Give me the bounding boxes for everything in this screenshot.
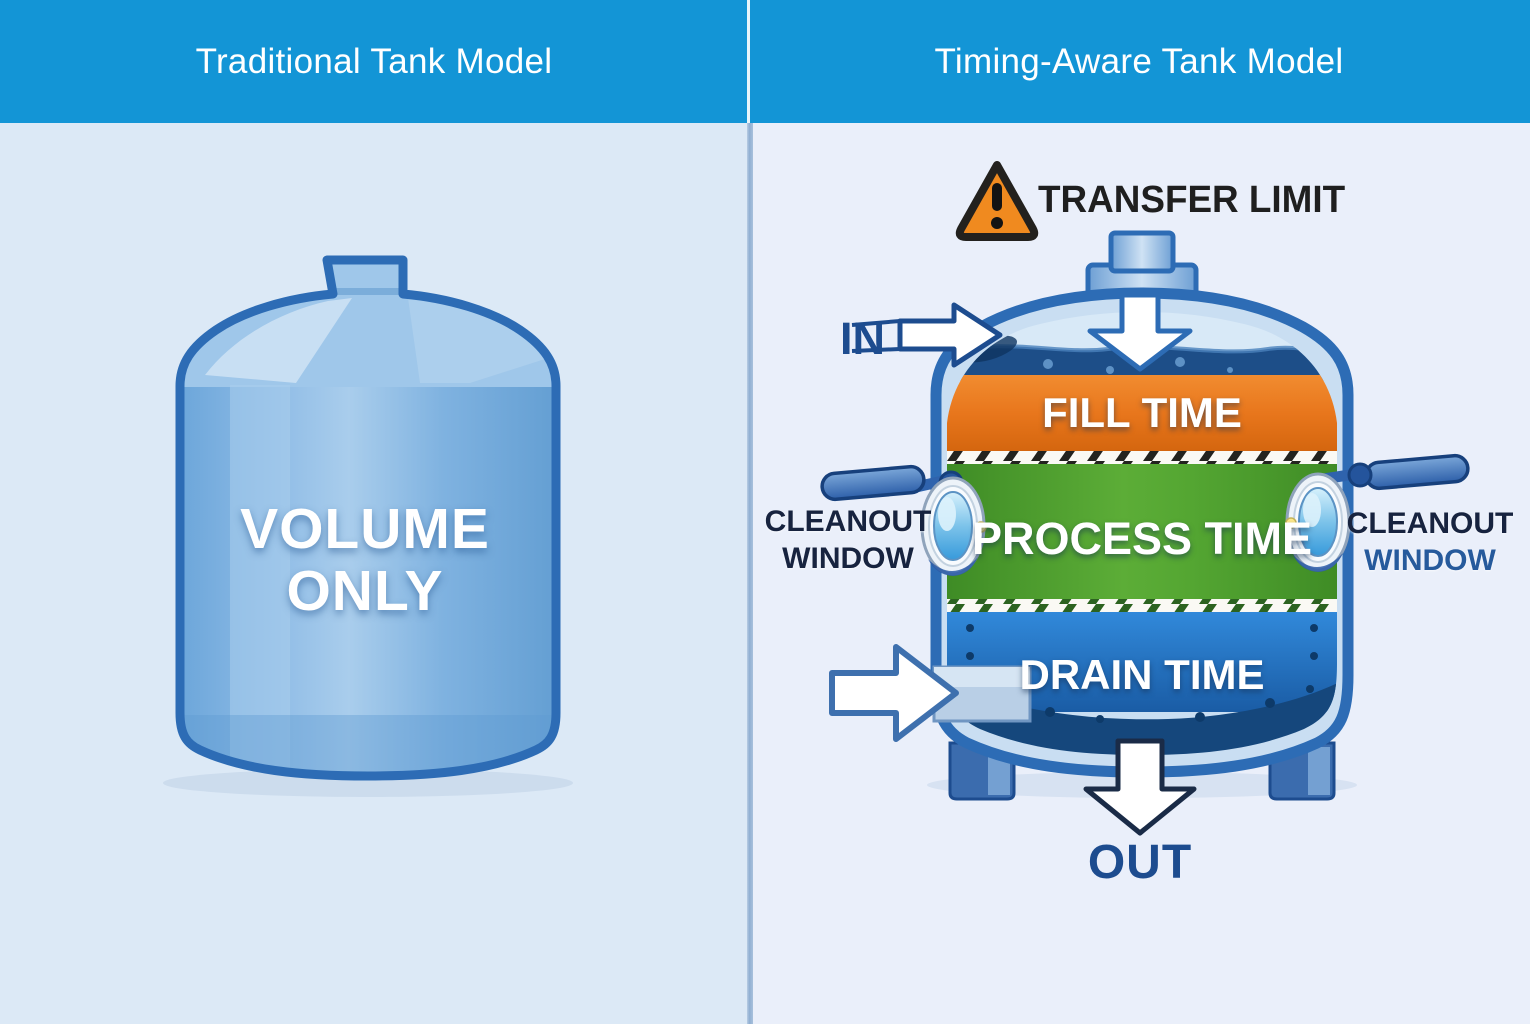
only-line: ONLY [286, 558, 444, 623]
tank-outline [930, 287, 1354, 778]
drain-arrow-icon [829, 644, 959, 742]
process-time-band [947, 464, 1337, 599]
transfer-down-arrow-icon [1087, 292, 1193, 372]
out-label: OUT [1087, 836, 1193, 889]
header-divider [747, 0, 750, 123]
dashed-limit-line-lower [947, 599, 1337, 612]
left-panel-title: Traditional Tank Model [195, 41, 553, 81]
drain-time-label: DRAIN TIME [1019, 651, 1265, 698]
warning-triangle-icon [955, 161, 1039, 241]
traditional-tank-panel: VOLUME ONLY [0, 123, 748, 1024]
fill-time-band [947, 375, 1337, 453]
right-panel-title: Timing-Aware Tank Model [934, 41, 1344, 81]
out-arrow-icon [1083, 738, 1197, 836]
header-bar: Traditional Tank Model Timing-Aware Tank… [0, 0, 1530, 123]
timing-tank-illustration [820, 161, 1470, 836]
in-label: IN [840, 313, 885, 364]
fill-time-label: FILL TIME [1042, 389, 1242, 436]
cleanout-porthole-left [920, 476, 987, 576]
cleanout-right-line1: CLEANOUT [1346, 507, 1514, 540]
tank-leg-right [1268, 741, 1336, 801]
tank-ground-shadow [163, 769, 573, 797]
cleanout-window-label-left: CLEANOUT WINDOW [748, 503, 948, 577]
volume-only-label: VOLUME ONLY [165, 497, 565, 623]
tank-outline [175, 255, 561, 781]
transfer-limit-label: TRANSFER LIMIT [1038, 179, 1346, 221]
in-arrow-icon [851, 302, 1003, 368]
cleanout-left-line2: WINDOW [782, 542, 914, 576]
cleanout-left-line1: CLEANOUT [764, 505, 932, 538]
cleanout-window-label-right: CLEANOUT WINDOW [1330, 505, 1530, 579]
left-header-cell: Traditional Tank Model [0, 0, 748, 123]
cleanout-right-line2: WINDOW [1364, 544, 1496, 578]
traditional-tank-illustration [163, 255, 573, 797]
dashed-limit-line-upper [947, 451, 1337, 464]
drain-bottom-wave [947, 681, 1337, 755]
cleanout-porthole-right [1285, 472, 1351, 572]
timing-aware-tank-panel: TRANSFER LIMIT IN FILL TIME PROCESS TIME… [748, 123, 1530, 1024]
right-header-cell: Timing-Aware Tank Model [748, 0, 1530, 123]
panel-divider [747, 123, 753, 1024]
tank-content [947, 312, 1337, 755]
volume-line: VOLUME [240, 497, 490, 561]
process-time-label: PROCESS TIME [971, 513, 1313, 564]
